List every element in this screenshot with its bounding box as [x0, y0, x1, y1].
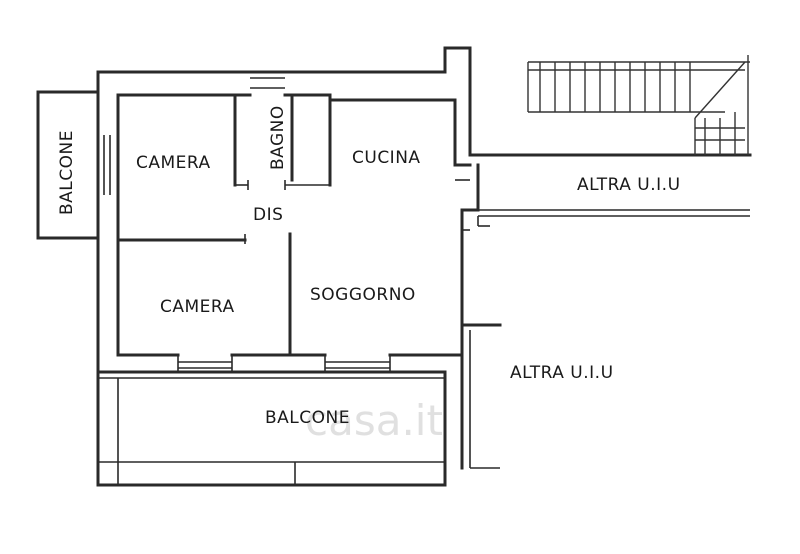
room-label-cucina: CUCINA: [352, 148, 421, 168]
staircase: [527, 55, 750, 155]
room-label-dis: DIS: [253, 205, 283, 225]
room-label-bagno: BAGNO: [268, 105, 288, 170]
room-label-soggiorno: SOGGORNO: [310, 285, 416, 305]
room-label-balcone-bottom: BALCONE: [265, 408, 350, 428]
room-label-altra-uiu-right: ALTRA U.I.U: [510, 363, 614, 383]
watermark-text: casa.it: [305, 396, 443, 445]
room-label-altra-uiu-top: ALTRA U.I.U: [577, 175, 681, 195]
room-label-balcone-left: BALCONE: [57, 130, 77, 215]
room-label-camera-bottom: CAMERA: [160, 297, 235, 317]
balcone-bottom-outline: [96, 370, 447, 487]
balcone-left-outline: [36, 90, 97, 240]
interior-walls: [103, 93, 464, 372]
room-label-camera-top: CAMERA: [136, 153, 211, 173]
